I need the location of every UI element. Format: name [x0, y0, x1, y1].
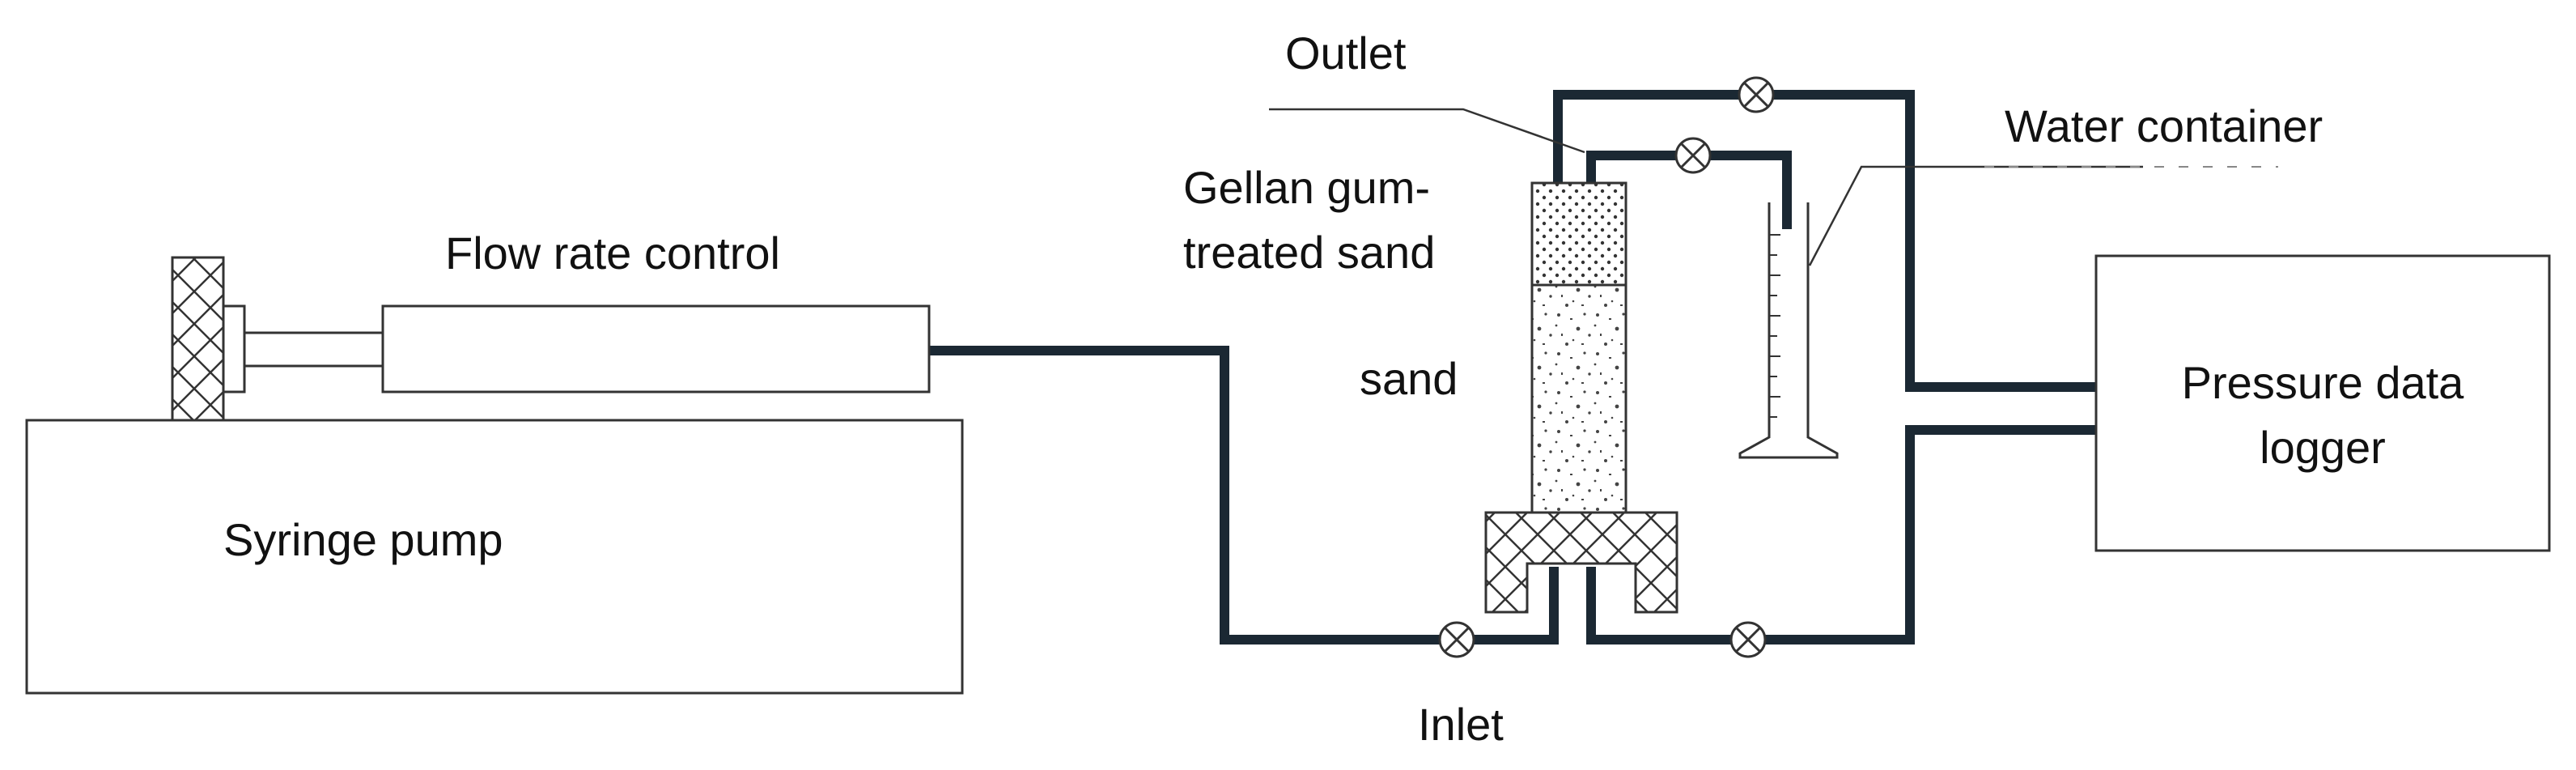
pressure-logger-label-line1: Pressure data — [2182, 357, 2464, 408]
column-base — [1484, 511, 1678, 614]
outlet-leader-line — [1269, 108, 1585, 154]
syringe-pump-label: Syringe pump — [223, 514, 503, 565]
water-container — [1738, 202, 1839, 459]
sand-column — [1484, 181, 1678, 614]
water-container-leader-line — [1808, 165, 2143, 266]
pressure-logger-label-line2: logger — [2260, 422, 2386, 473]
gellan-label-line1: Gellan gum- — [1183, 162, 1430, 213]
sand-layer — [1530, 283, 1628, 514]
outlet-label: Outlet — [1285, 28, 1407, 79]
gellan-label-line2: treated sand — [1183, 227, 1435, 278]
top-bypass-pipe — [1553, 90, 2096, 392]
pump-to-inlet-pipe — [929, 346, 1559, 645]
water-container-label: Water container — [2005, 100, 2323, 151]
syringe-barrel — [381, 304, 931, 394]
column-to-logger-lower-pipe — [1586, 425, 2096, 645]
pump-knob — [171, 256, 225, 422]
top-valve-icon — [1738, 76, 1775, 113]
outlet-valve-icon — [1674, 137, 1712, 174]
sand-label: sand — [1360, 353, 1458, 404]
pressure-data-logger-box — [2094, 254, 2551, 552]
cylinder-graduations — [1769, 234, 1780, 418]
inlet-valve-icon — [1438, 621, 1475, 658]
inlet-label: Inlet — [1418, 699, 1504, 750]
gellan-treated-sand-layer — [1530, 181, 1628, 287]
pump-body — [25, 419, 964, 695]
lower-right-valve-icon — [1729, 621, 1767, 658]
plunger-rod — [243, 331, 384, 368]
syringe-pump — [25, 256, 964, 695]
plunger-head — [222, 304, 246, 394]
flow-rate-control-label: Flow rate control — [445, 228, 780, 279]
